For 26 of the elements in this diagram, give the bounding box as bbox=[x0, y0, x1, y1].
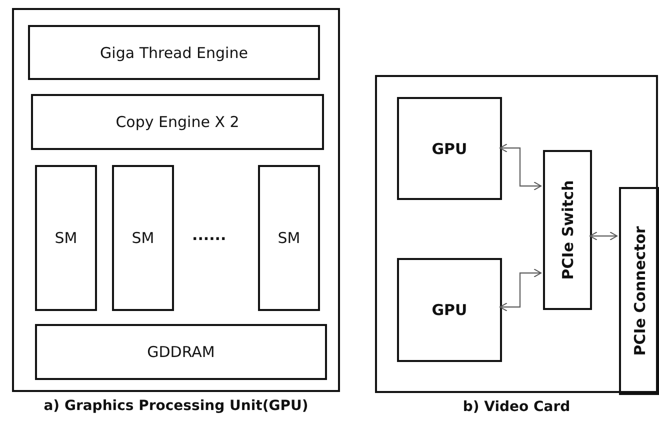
component-box bbox=[112, 165, 174, 311]
gpu-box bbox=[397, 258, 502, 362]
box-label: Giga Thread Engine bbox=[100, 44, 248, 62]
component-box bbox=[35, 165, 97, 311]
component-box bbox=[31, 94, 324, 150]
double-arrow bbox=[500, 144, 542, 190]
gpu-box bbox=[397, 97, 502, 200]
box-label: SM bbox=[132, 229, 154, 247]
component-box bbox=[619, 187, 659, 395]
figure-caption: a) Graphics Processing Unit(GPU) bbox=[42, 398, 310, 414]
box-label: GPU bbox=[432, 301, 468, 319]
box-label: SM bbox=[278, 229, 300, 247]
component-box bbox=[28, 25, 320, 80]
component-box bbox=[543, 150, 592, 310]
box-label: GPU bbox=[432, 140, 468, 158]
double-arrow bbox=[590, 232, 618, 240]
figure-caption: b) Video Card bbox=[462, 399, 572, 415]
box-label: Copy Engine X 2 bbox=[116, 113, 240, 131]
component-box bbox=[258, 165, 320, 311]
box-label: GDDRAM bbox=[147, 343, 215, 361]
double-arrow bbox=[500, 268, 542, 312]
ellipsis-label: ...... bbox=[192, 226, 226, 244]
box-label: SM bbox=[54, 229, 78, 247]
box-label: PCIe Switch bbox=[558, 180, 576, 280]
component-box bbox=[35, 324, 327, 380]
box-label: PCIe Connector bbox=[630, 226, 648, 356]
